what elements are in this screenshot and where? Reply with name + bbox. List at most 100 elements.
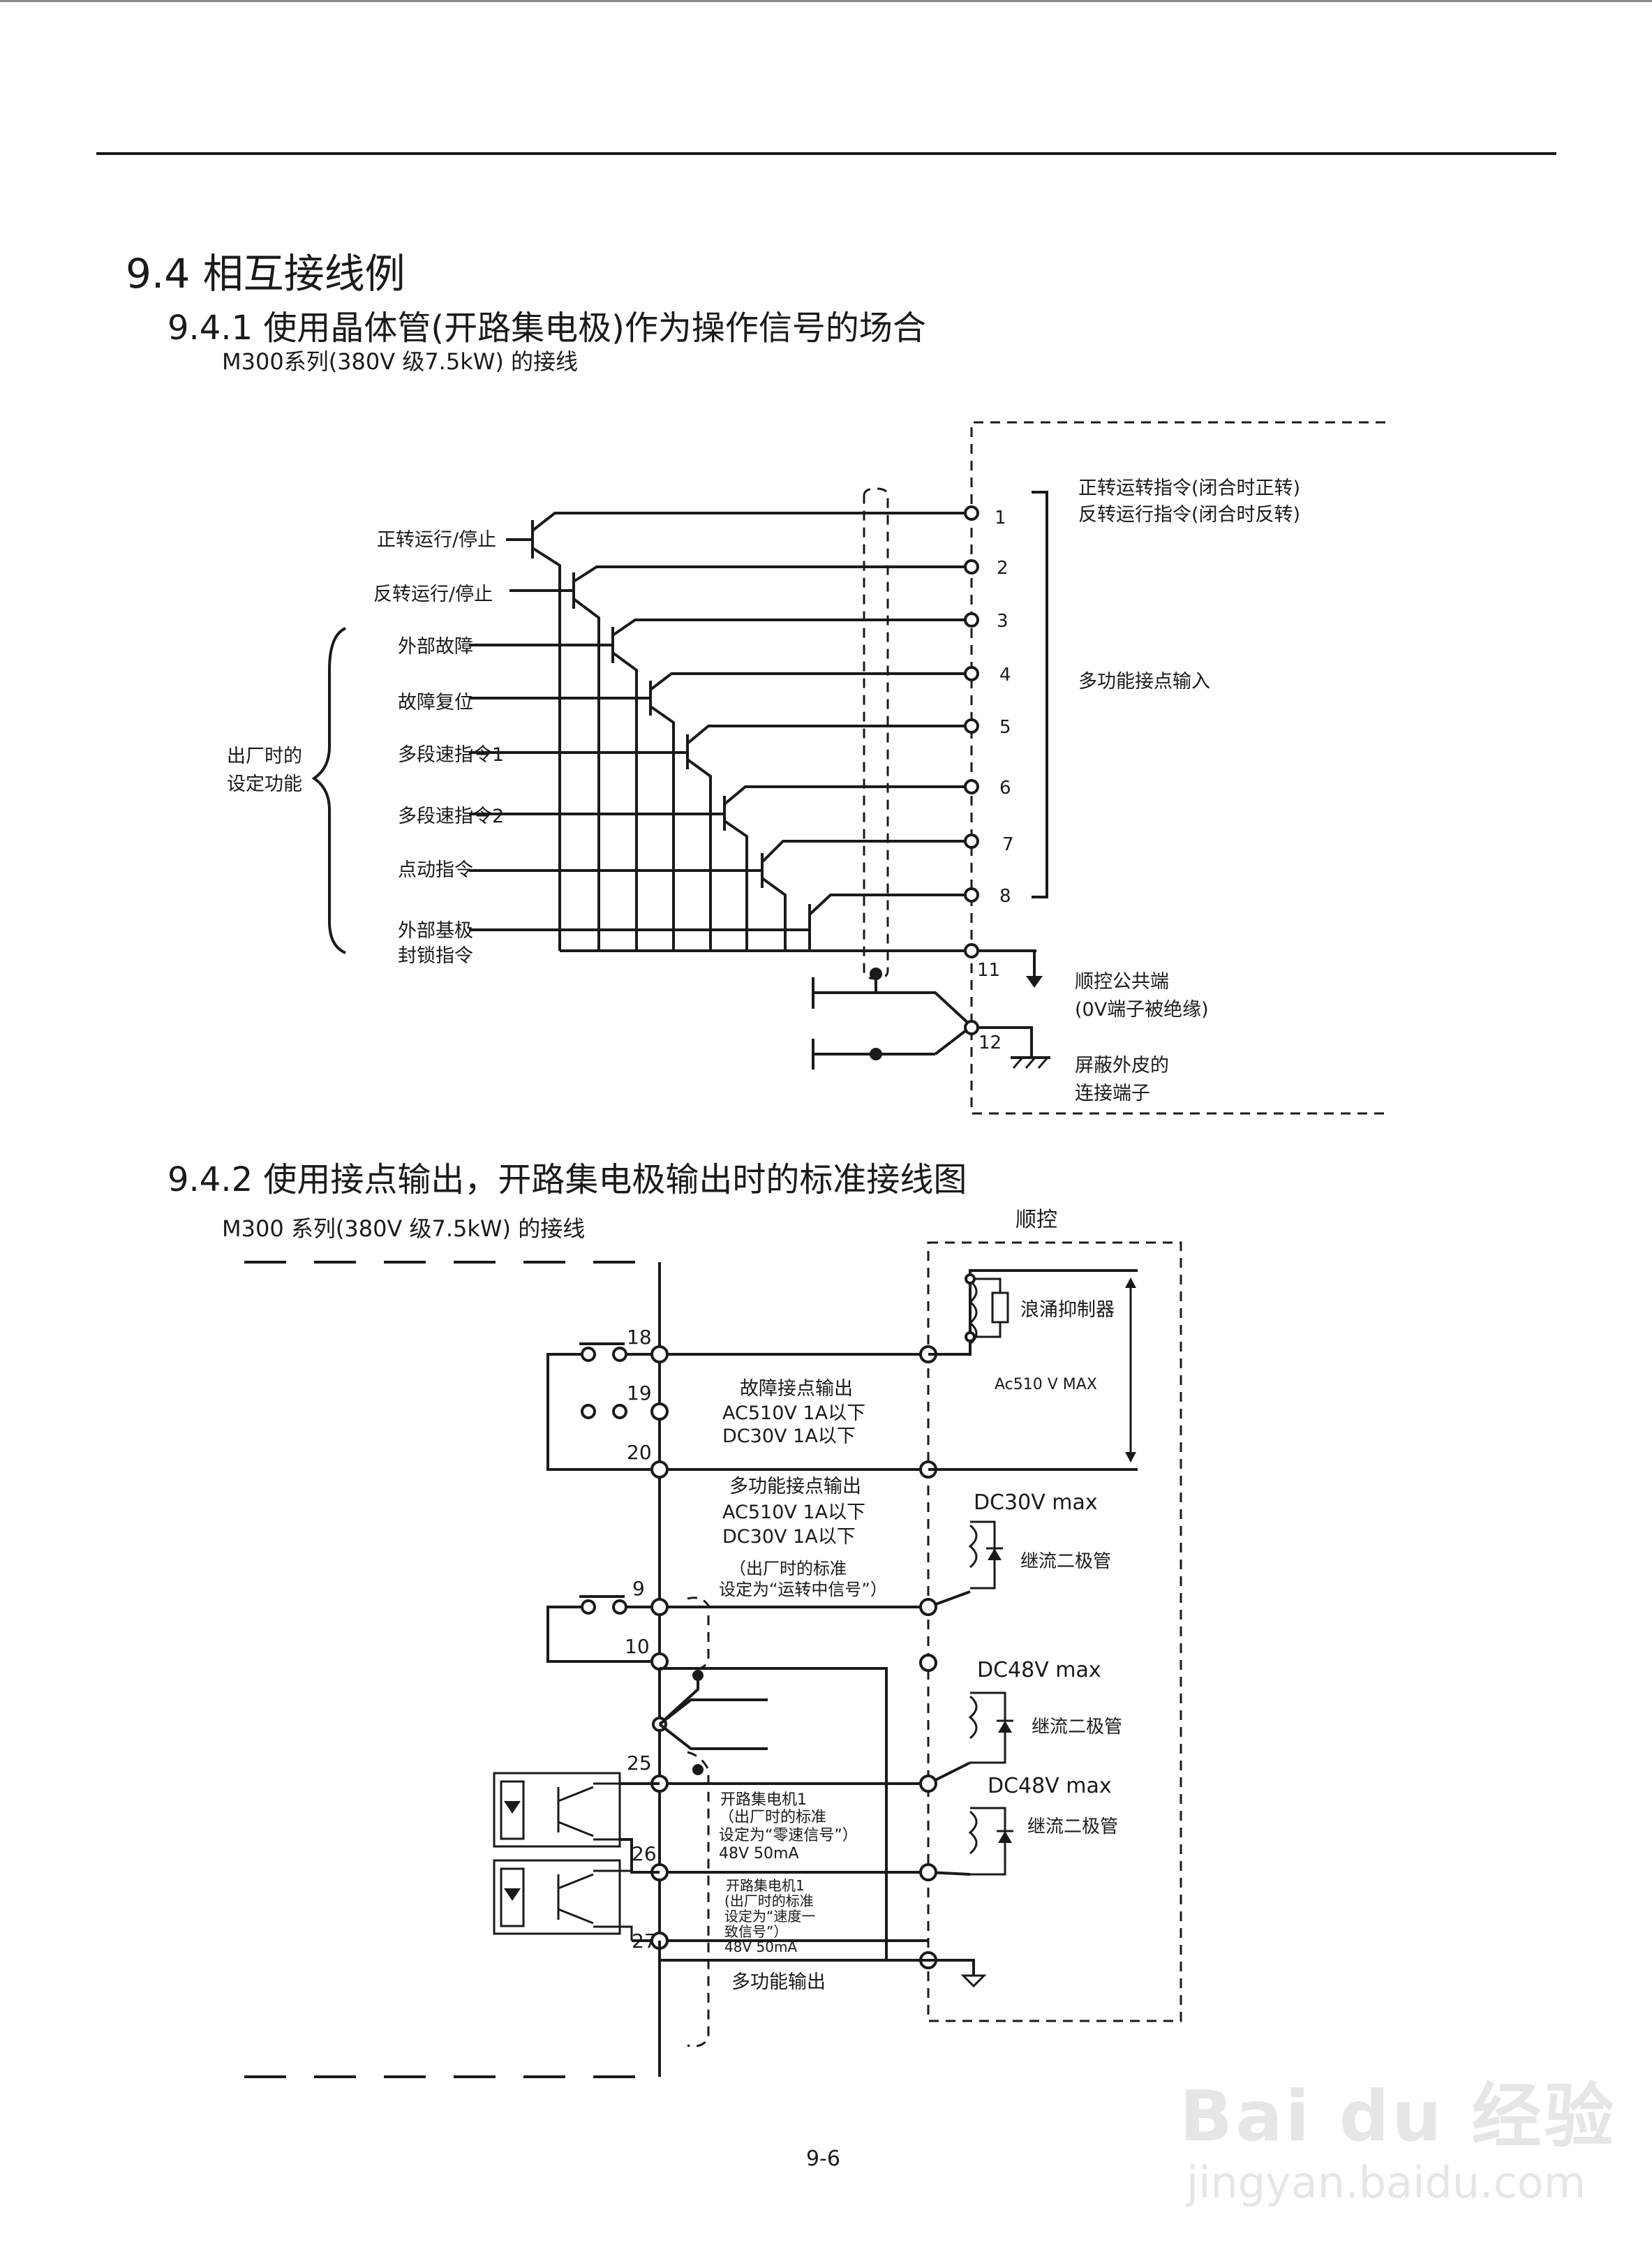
terminal-label: 26 bbox=[632, 1842, 657, 1865]
oc1-label: 开路集电机1 bbox=[720, 1791, 807, 1809]
optocoupler-1 bbox=[493, 1772, 621, 1848]
diode-label: 继流二极管 bbox=[1032, 1717, 1122, 1738]
right-bracket bbox=[1032, 491, 1048, 898]
right-label: 多功能接点输入 bbox=[1078, 671, 1210, 692]
ground-icon bbox=[960, 1974, 987, 1988]
right-label: 屏蔽外皮的 bbox=[1075, 1055, 1169, 1076]
terminal-19 bbox=[650, 1402, 669, 1421]
factory-note: （出厂时的标准 bbox=[729, 1559, 847, 1578]
left-label: 封锁指令 bbox=[398, 945, 473, 967]
left-label: 外部基极 bbox=[398, 920, 473, 942]
subsection-1-title: 9.4.1 使用晶体管(开路集电极)作为操作信号的场合 bbox=[168, 309, 926, 348]
sequence-box bbox=[927, 1241, 1182, 2022]
multi-label: AC510V 1A以下 bbox=[722, 1502, 865, 1523]
right-label: 正转运转指令(闭合时正转) bbox=[1078, 477, 1300, 499]
terminal-label: 5 bbox=[999, 717, 1011, 738]
terminal-label: 27 bbox=[632, 1930, 657, 1953]
left-label: 点动指令 bbox=[398, 859, 473, 881]
terminal-7 bbox=[964, 834, 979, 849]
left-label: 故障复位 bbox=[398, 692, 473, 713]
dc48-label: DC48V max bbox=[977, 1658, 1101, 1682]
terminal-10 bbox=[650, 1652, 669, 1671]
coil-icon bbox=[968, 1280, 978, 1345]
dc48-label: DC48V max bbox=[988, 1774, 1112, 1798]
terminal-label: 19 bbox=[627, 1382, 652, 1405]
baidu-watermark-logo: Bai du 经验 bbox=[1180, 2075, 1617, 2157]
left-label: 反转运行/停止 bbox=[373, 584, 493, 605]
left-label: 多段速指令2 bbox=[398, 806, 504, 827]
group-label: 设定功能 bbox=[227, 773, 302, 795]
diode-icon bbox=[988, 1548, 1002, 1560]
terminal-label: 8 bbox=[999, 886, 1011, 907]
terminal-4 bbox=[964, 666, 979, 681]
left-label: 外部故障 bbox=[398, 636, 473, 658]
subsection-1-subtitle: M300系列(380V 级7.5kW) 的接线 bbox=[222, 348, 579, 375]
left-label: 正转运行/停止 bbox=[377, 529, 496, 551]
terminal-label: 20 bbox=[627, 1441, 652, 1464]
oc2-label: 开路集电机1 bbox=[726, 1877, 805, 1894]
right-label: (0V端子被绝缘) bbox=[1075, 999, 1209, 1021]
right-label: 反转运行指令(闭合时反转) bbox=[1078, 504, 1300, 526]
oc1-label: （出厂时的标准 bbox=[719, 1809, 826, 1826]
terminal-label: 25 bbox=[627, 1751, 652, 1775]
terminal-label: 7 bbox=[1002, 834, 1014, 855]
sequence-label: 顺控 bbox=[1015, 1208, 1057, 1232]
page-number: 9-6 bbox=[806, 2147, 840, 2171]
oc2-label: (出厂时的标准 bbox=[724, 1893, 814, 1909]
surge-label: 浪涌抑制器 bbox=[1020, 1299, 1115, 1321]
diode-label: 继流二极管 bbox=[1020, 1551, 1111, 1572]
relay-coil-icon bbox=[968, 1524, 978, 1569]
top-border bbox=[0, 0, 1652, 2]
fault-label: AC510V 1A以下 bbox=[722, 1402, 865, 1424]
right-label: 连接端子 bbox=[1075, 1083, 1150, 1104]
section-title: 9.4 相互接线例 bbox=[126, 250, 405, 297]
terminal-label: 12 bbox=[978, 1032, 1002, 1053]
inverter-boundary-1 bbox=[970, 421, 1385, 1115]
wire-t2 bbox=[572, 565, 972, 583]
terminal-9 bbox=[650, 1598, 669, 1616]
oc2-label: 致信号”） bbox=[724, 1923, 787, 1940]
terminal-2 bbox=[964, 559, 979, 575]
terminal-label: 10 bbox=[625, 1635, 650, 1658]
terminal-label: 11 bbox=[977, 960, 1000, 981]
wire-t1 bbox=[531, 512, 972, 532]
terminal-20 bbox=[650, 1460, 669, 1479]
optocoupler-2 bbox=[493, 1859, 621, 1935]
terminal-11 bbox=[964, 943, 979, 958]
terminal-label: 3 bbox=[997, 611, 1009, 632]
terminal-12 bbox=[964, 1020, 979, 1035]
terminal-6 bbox=[964, 779, 979, 794]
terminal-1 bbox=[964, 505, 979, 521]
wire-t1-emitter bbox=[531, 547, 561, 951]
ground-arrow-icon bbox=[1026, 976, 1043, 988]
terminal-5 bbox=[964, 718, 979, 734]
left-brace bbox=[311, 627, 346, 954]
terminal-8 bbox=[964, 887, 979, 903]
right-label: 顺控公共端 bbox=[1075, 971, 1169, 993]
terminal-label: 1 bbox=[995, 508, 1006, 528]
ac-max-label: Ac510 V MAX bbox=[995, 1376, 1097, 1393]
terminal-label: 4 bbox=[999, 665, 1011, 686]
diagram-2: 顺控 18 19 20 浪涌抑制器 Ac510 V MAX 故障接点输出 AC bbox=[244, 1208, 1182, 2078]
terminal-label: 2 bbox=[997, 558, 1009, 579]
oc1-label: 设定为“零速信号”） bbox=[719, 1827, 858, 1844]
diode-icon bbox=[998, 1721, 1012, 1733]
factory-note: 设定为“运转中信号”） bbox=[719, 1580, 887, 1599]
oc1-label: 48V 50mA bbox=[719, 1845, 799, 1862]
baidu-watermark-url: jingyan.baidu.com bbox=[1186, 2157, 1586, 2208]
diode-label: 继流二极管 bbox=[1027, 1816, 1118, 1837]
multi-label: 多功能接点输出 bbox=[729, 1476, 861, 1497]
terminal-3 bbox=[964, 612, 979, 628]
oc2-label: 设定为“速度一 bbox=[724, 1908, 815, 1925]
subsection-2-title: 9.4.2 使用接点输出，开路集电极输出时的标准接线图 bbox=[168, 1160, 967, 1199]
diagram-1: 1 2 3 4 5 6 7 8 11 12 正转运行/停止 反转运行/停止 外部… bbox=[227, 421, 1385, 1115]
relay-coil-icon bbox=[968, 1810, 978, 1855]
terminal-label: 18 bbox=[627, 1326, 652, 1349]
subsection-2-subtitle: M300 系列(380V 级7.5kW) 的接线 bbox=[222, 1215, 586, 1242]
surge-suppressor-icon bbox=[991, 1291, 1009, 1324]
terminal-label: 9 bbox=[632, 1577, 645, 1600]
left-label: 多段速指令1 bbox=[398, 744, 504, 766]
group-label: 出厂时的 bbox=[227, 746, 302, 767]
header-rule bbox=[96, 152, 1556, 155]
